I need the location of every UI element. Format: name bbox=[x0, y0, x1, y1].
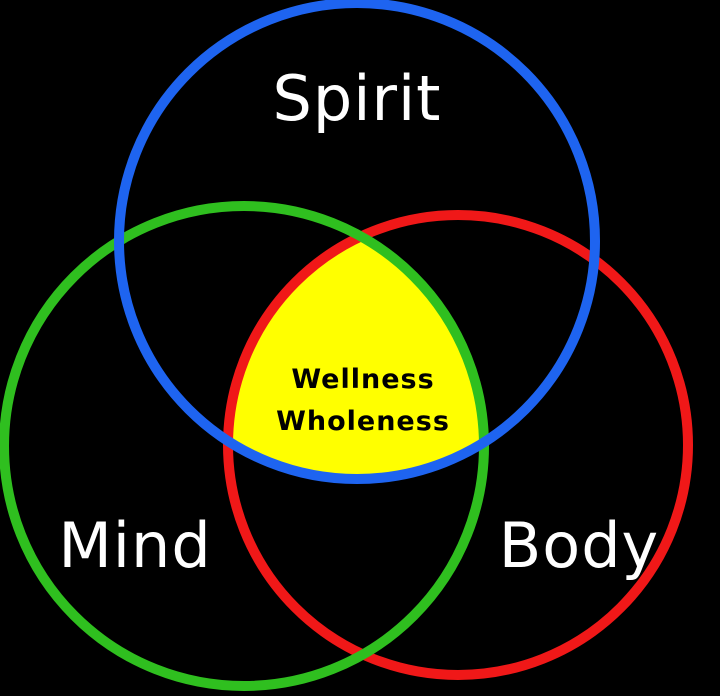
mind-label: Mind bbox=[58, 509, 211, 582]
wellness-label: Wellness bbox=[291, 364, 434, 395]
wholeness-label: Wholeness bbox=[276, 406, 450, 437]
spirit-label: Spirit bbox=[273, 62, 442, 135]
body-label: Body bbox=[499, 509, 660, 582]
spirit-circle bbox=[114, 0, 600, 484]
wellness-intersection-fill bbox=[228, 215, 484, 479]
